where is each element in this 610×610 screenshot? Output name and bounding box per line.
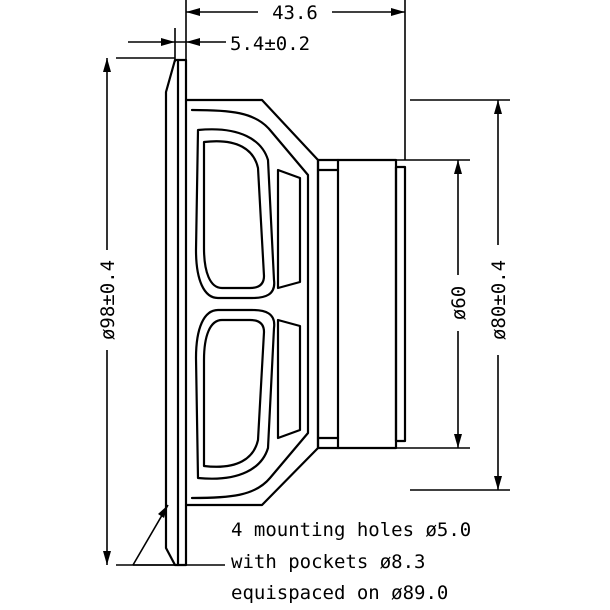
dimension-magnet: ø60 <box>446 160 472 448</box>
note-mounting-holes: 4 mounting holes ø5.0 <box>231 519 472 541</box>
dimension-rear: ø80±0.4 <box>486 100 512 490</box>
note-pockets: with pockets ø8.3 <box>231 551 426 573</box>
dimension-outer-diameter: ø98±0.4 <box>94 58 120 565</box>
dimension-flange: 5.4±0.2 <box>128 28 310 62</box>
dimension-depth: 43.6 <box>186 2 405 24</box>
flange-thickness-label: 5.4±0.2 <box>230 33 310 55</box>
note-equispaced: equispaced on ø89.0 <box>231 582 449 604</box>
rear-diameter-label: ø80±0.4 <box>488 260 510 340</box>
outer-diameter-label: ø98±0.4 <box>97 260 119 340</box>
magnet-diameter-label: ø60 <box>448 286 470 320</box>
note-leader <box>132 504 225 566</box>
depth-label: 43.6 <box>272 2 318 24</box>
speaker-body <box>164 58 407 567</box>
extension-lines <box>116 0 510 566</box>
